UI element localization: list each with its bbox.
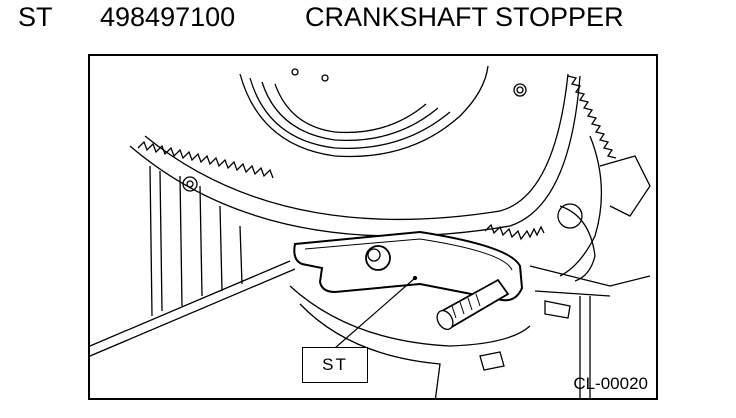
housing-outline bbox=[289, 285, 531, 347]
illustration-frame: ST CL-00020 bbox=[88, 54, 658, 400]
figure-id: CL-00020 bbox=[573, 374, 648, 393]
callout-leader bbox=[334, 277, 416, 349]
crankshaft-stopper-illustration bbox=[90, 65, 651, 398]
part-number: 498497100 bbox=[100, 2, 236, 32]
callout-st-label: ST bbox=[302, 347, 368, 383]
flywheel-outer-rim bbox=[129, 75, 581, 237]
tool-code: ST bbox=[18, 2, 53, 32]
ring-gear-teeth bbox=[137, 140, 274, 179]
stopper-plate bbox=[293, 230, 524, 302]
title-bar: ST 498497100 CRANKSHAFT STOPPER bbox=[0, 2, 736, 42]
tool-name: CRANKSHAFT STOPPER bbox=[305, 2, 624, 32]
